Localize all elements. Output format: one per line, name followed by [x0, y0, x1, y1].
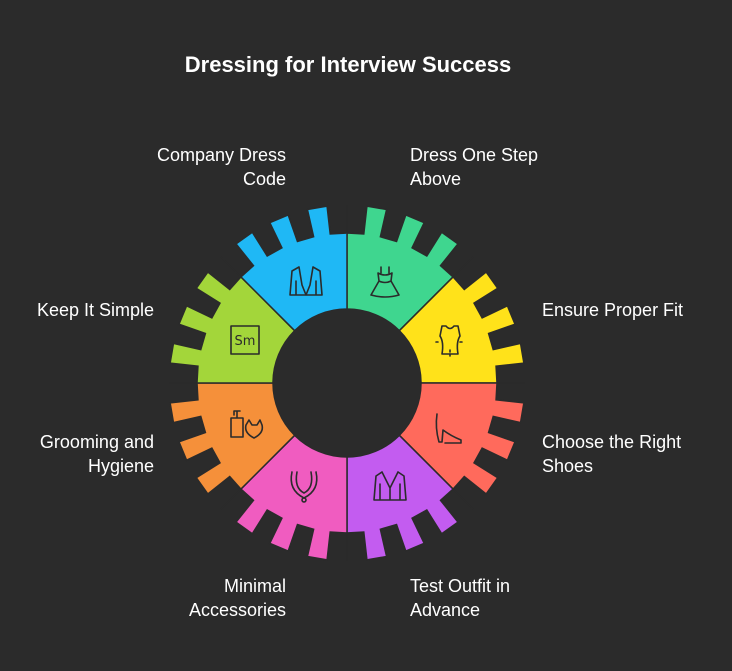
cardigan-icon	[373, 471, 407, 501]
blazer-icon	[289, 266, 323, 296]
diagram-title: Dressing for Interview Success	[184, 52, 512, 77]
segment-label-5: Minimal Accessories	[188, 576, 286, 620]
center-hub	[273, 309, 421, 457]
segment-label-4: Test Outfit in Advance	[410, 576, 511, 620]
segment-label-8: Company Dress Code	[156, 145, 286, 189]
svg-text:Sm: Sm	[235, 334, 256, 349]
sm-box-icon: Sm	[230, 325, 260, 355]
segment-label-2: Ensure Proper Fit	[542, 300, 684, 320]
fitted-top-icon	[435, 325, 465, 359]
segment-label-3: Choose the Right Shoes	[542, 432, 682, 476]
necklace-icon	[290, 471, 318, 503]
high-heel-icon	[435, 413, 462, 444]
segment-label-6: Grooming and Hygiene	[39, 432, 154, 476]
dress-icon	[370, 266, 400, 298]
soap-and-pet-icon	[230, 410, 264, 439]
segment-label-1: Dress One Step Above	[410, 145, 539, 189]
segment-label-7: Keep It Simple	[36, 300, 154, 320]
